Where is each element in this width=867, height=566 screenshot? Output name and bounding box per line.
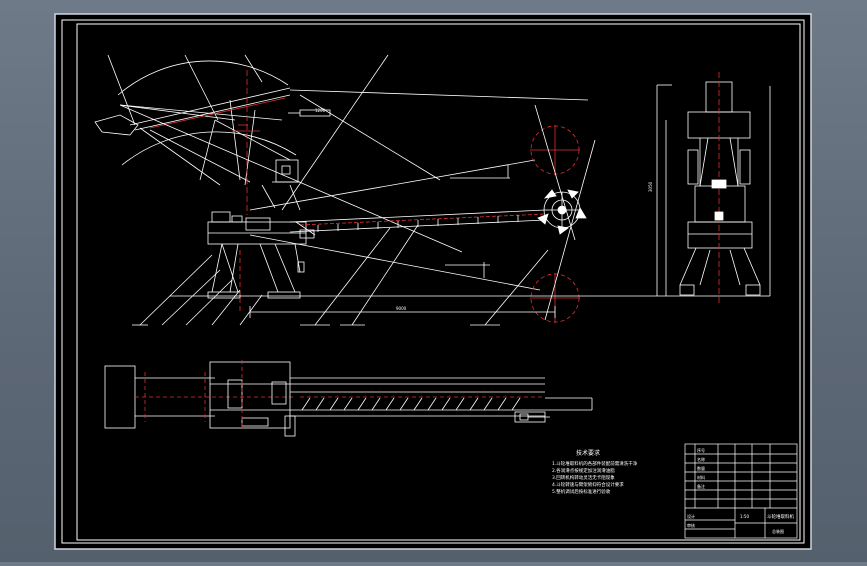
leader-line: [281, 54, 389, 211]
outer-frame: [61, 19, 805, 544]
inner-frame: [76, 23, 801, 541]
portal-frame: [207, 243, 305, 312]
notes-line-2: 2.各润滑点按规定加注润滑油脂: [552, 467, 615, 474]
notes-heading: 技术要求: [576, 449, 600, 457]
plan-slewing-deck: [209, 361, 291, 429]
overall-length-dim: 9000: [396, 306, 407, 311]
title-block-row-3: 数量: [697, 465, 705, 471]
mast-height-dim: 3050: [648, 181, 653, 192]
plan-boom: [290, 377, 593, 423]
notes-line-3: 3.回转机构转动灵活无卡阻现象: [552, 474, 615, 481]
title-block-row-6: 设计: [687, 513, 695, 519]
plan-view: [104, 360, 593, 437]
title-block-row-1: 序号: [697, 447, 705, 453]
title-block-row-5: 备注: [697, 483, 705, 489]
side-elevation-view: [94, 54, 760, 326]
bucket-wheel: [537, 189, 587, 235]
title-block-row-2: 名称: [697, 456, 705, 462]
title-block: [684, 443, 798, 539]
swing-arc-lower: [121, 131, 297, 166]
notes-line-5: 5.整机调试后按标准进行验收: [552, 488, 611, 495]
notes-line-1: 1.斗轮堆取料机的各部件装配前需清洗干净: [552, 460, 638, 467]
drawing-sheet-label: 总装图: [772, 528, 784, 534]
leader-line: [184, 54, 219, 121]
leader-line: [107, 54, 136, 126]
counterweight-block: [94, 114, 139, 136]
title-block-text: 序号 名称 数量 材料 备注 设计 审核 斗轮堆取料机 1:50 总装图: [687, 447, 794, 534]
end-elevation-view: [656, 72, 771, 305]
swing-arc-upper: [117, 60, 289, 96]
leader-line: [244, 54, 263, 83]
drawing-scale: 1:50: [740, 514, 749, 519]
drawing-name: 斗轮堆取料机: [767, 513, 794, 520]
technical-notes: 技术要求 1.斗轮堆取料机的各部件装配前需清洗干净 2.各润滑点按规定加注润滑油…: [552, 449, 638, 495]
radius-dim: 1200: [315, 108, 326, 113]
notes-line-4: 4.斗轮转速与臂架俯仰符合设计要求: [552, 481, 624, 488]
title-block-row-7: 审核: [687, 522, 695, 528]
title-block-row-4: 材料: [697, 474, 705, 480]
